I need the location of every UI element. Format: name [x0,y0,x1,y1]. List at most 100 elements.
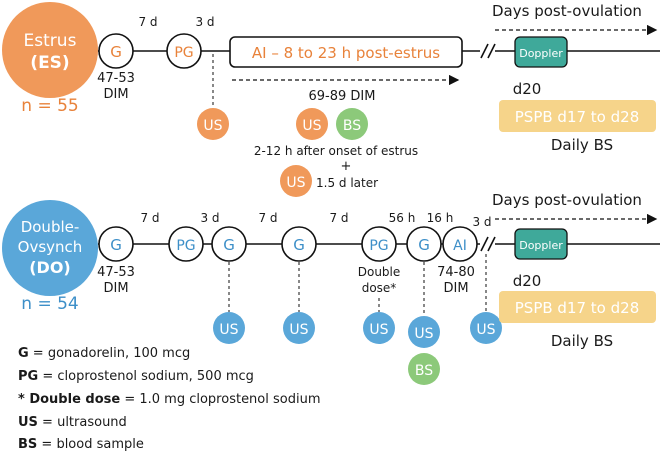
legend-term: * Double dose [18,392,121,407]
do-us-marker-label: US [414,326,433,342]
legend-item-g: G = gonadorelin, 100 mcg [18,346,190,361]
do-group-name-2: Ovsynch [18,238,83,256]
do-us-marker [363,312,395,344]
estrus-doppler-box [514,36,568,68]
legend-definition: = cloprostenol sodium, 500 mcg [38,369,254,384]
do-interval-4: 7 d [329,211,348,225]
do-g1-dim-unit: DIM [103,281,128,296]
estrus-ai-box [229,36,463,68]
do-us-marker-label: US [369,322,388,338]
estrus-us-marker [197,108,229,140]
legend-item-double-dose: * Double dose = 1.0 mg cloprostenol sodi… [18,392,321,407]
do-node-pg2-label: PG [369,238,388,254]
do-d20: d20 [513,272,542,290]
estrus-us-marker [280,165,312,197]
do-group-name-1: Double- [21,218,80,236]
do-g1-dim-range: 47-53 [97,265,135,280]
estrus-group: Estrus (ES) n = 55 G 47-53 DIM 7 d PG 3 … [2,2,660,197]
do-break-mark [480,236,489,252]
do-doppler-box [514,228,568,260]
do-pspb-box [499,291,656,323]
legend-definition: = blood sample [37,437,144,452]
estrus-group-name: Estrus [24,31,77,51]
do-daily-bs: Daily BS [551,332,613,350]
estrus-us-marker-label: US [203,118,222,134]
estrus-bs-marker-label: BS [343,118,361,134]
estrus-days-post-ovulation: Days post-ovulation [492,2,642,20]
estrus-g-node [98,33,134,69]
legend-item-bs: BS = blood sample [18,437,144,452]
estrus-pspb-box [499,100,656,132]
do-double-dose-2: dose* [362,281,397,295]
do-node-g3 [281,226,317,262]
estrus-d20: d20 [513,80,542,98]
do-node-g2-label: G [223,236,235,254]
do-node-ai-label: AI [453,238,467,254]
do-us-marker [213,312,245,344]
do-pspb-label: PSPB d17 to d28 [515,299,639,317]
do-us-marker-label: US [289,322,308,338]
do-node-g1-label: G [110,236,122,254]
do-double-dose-1: Double [358,265,401,279]
do-ai-dim-unit: DIM [443,281,468,296]
estrus-pg-node [166,33,202,69]
estrus-group-circle [2,2,98,98]
legend-term: BS [18,437,38,452]
do-bs-marker [408,353,440,385]
estrus-us-marker-label: US [286,175,305,191]
estrus-doppler-label: Doppler [519,47,563,60]
legend-term: G [18,346,29,361]
do-interval-5: 56 h [389,211,416,225]
estrus-pspb-label: PSPB d17 to d28 [515,108,639,126]
do-node-g3-label: G [293,236,305,254]
estrus-group-n: n = 55 [21,96,78,116]
do-node-g1 [98,226,134,262]
do-us-marker [408,316,440,348]
do-node-pg2 [361,226,397,262]
do-interval-7: 3 d [472,215,491,229]
estrus-ai-label: AI – 8 to 23 h post-estrus [252,44,440,62]
double-ovsynch-group: Double- Ovsynch (DO) n = 54 7 d 3 d 7 d … [2,191,660,385]
estrus-bs-marker [336,108,368,140]
estrus-us-marker [296,108,328,140]
do-doppler-label: Doppler [519,239,563,252]
do-group-n: n = 54 [21,294,78,314]
do-days-post-ovulation: Days post-ovulation [492,191,642,209]
do-group-circle [2,200,98,296]
do-break-mark [487,236,496,252]
estrus-interval-g-pg: 7 d [138,15,157,29]
do-node-pg1 [168,226,204,262]
do-group-abbr: (DO) [29,258,71,277]
estrus-break-mark [480,43,489,59]
legend-definition: = gonadorelin, 100 mcg [28,346,191,361]
do-interval-3: 7 d [258,211,277,225]
estrus-g-dim-unit: DIM [103,87,128,102]
estrus-note-later: 1.5 d later [316,176,378,190]
legend-definition: = ultrasound [37,415,127,430]
do-node-g4-label: G [418,236,430,254]
do-us-marker [470,312,502,344]
estrus-daily-bs: Daily BS [551,136,613,154]
do-ai-dim-range: 74-80 [437,265,475,280]
do-interval-1: 7 d [140,211,159,225]
legend-definition: = 1.0 mg cloprostenol sodium [120,392,321,407]
do-node-g4 [406,226,442,262]
estrus-ai-dim: 69-89 DIM [309,89,376,104]
estrus-group-abbr: (ES) [30,53,69,73]
legend-item-pg: PG = cloprostenol sodium, 500 mcg [18,369,254,384]
legend-term: PG [18,369,39,384]
do-us-marker [283,312,315,344]
estrus-note-plus: + [341,159,352,174]
legend-item-us: US = ultrasound [18,415,127,430]
estrus-g-dim-range: 47-53 [97,71,135,86]
do-interval-6: 16 h [427,211,454,225]
estrus-g-label: G [110,43,122,61]
do-node-pg1-label: PG [176,238,195,254]
do-bs-marker-label: BS [415,363,433,379]
estrus-interval-pg-ai: 3 d [195,15,214,29]
do-us-marker-label: US [476,322,495,338]
do-node-ai [442,226,478,262]
do-interval-2: 3 d [200,211,219,225]
